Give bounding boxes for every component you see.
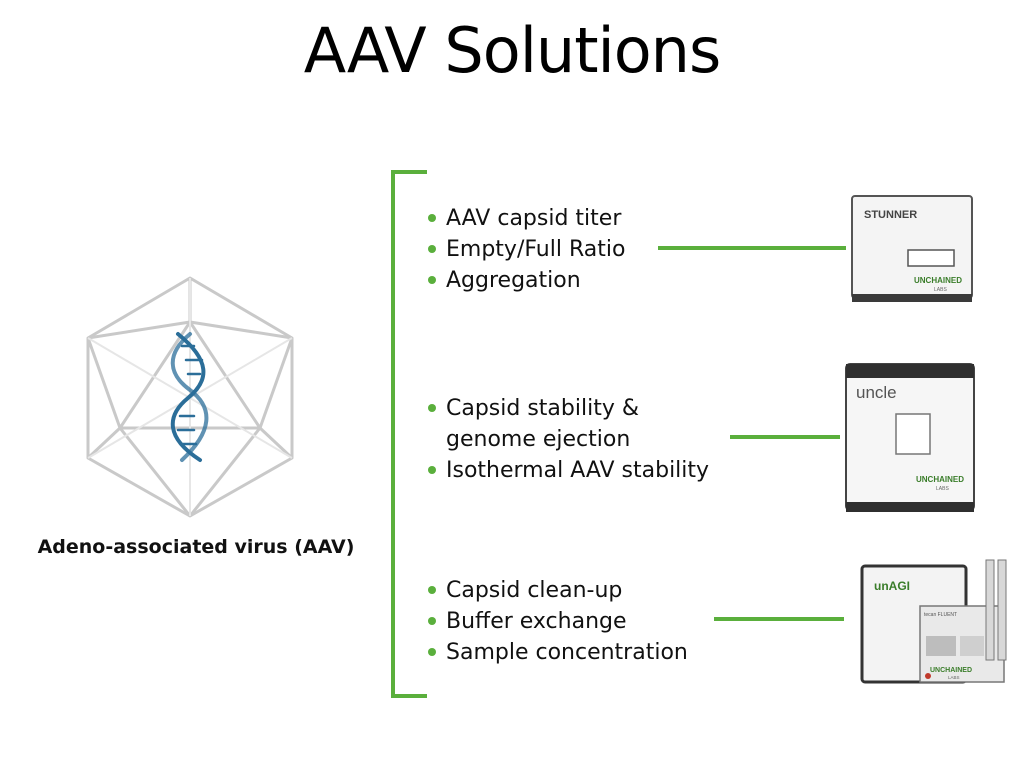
unagi-brand-text: unAGI <box>874 579 910 593</box>
dna-helix-icon <box>170 332 209 462</box>
list-item: Capsid stability & <box>424 393 709 424</box>
robot-label-text: tecan FLUENT <box>924 612 957 618</box>
virus-label: Adeno-associated virus (AAV) <box>37 536 355 558</box>
connector-line-2 <box>730 435 840 439</box>
list-item: AAV capsid titer <box>424 203 625 234</box>
labs-logo-text: LABS <box>934 287 947 293</box>
list-item: Capsid clean-up <box>424 575 688 606</box>
connector-line-1 <box>658 246 846 250</box>
unchained-logo: UNCHAINED <box>916 475 964 484</box>
unchained-logo: UNCHAINED <box>914 276 962 285</box>
bullet-list-group-2: Capsid stability & genome ejection Isoth… <box>424 393 709 486</box>
list-item: genome ejection <box>446 427 631 452</box>
bullet-list-group-1: AAV capsid titer Empty/Full Ratio Aggreg… <box>424 203 625 296</box>
list-item: Buffer exchange <box>424 606 688 637</box>
bracket <box>391 170 427 698</box>
list-item: Aggregation <box>424 265 625 296</box>
labs-logo-text: LABS <box>936 486 949 492</box>
uncle-brand-text: uncle <box>856 383 897 402</box>
bullet-list-group-3: Capsid clean-up Buffer exchange Sample c… <box>424 575 688 668</box>
stunner-brand-text: STUNNER <box>864 209 917 221</box>
list-item: Isothermal AAV stability <box>424 455 709 486</box>
unchained-logo: UNCHAINED <box>930 667 972 674</box>
unagi-instrument-image: unAGI tecan FLUENT UNCHAINED LABS <box>860 559 1007 684</box>
labs-logo-text: LABS <box>948 675 960 680</box>
page-title: AAV Solutions <box>303 14 722 87</box>
list-item: Sample concentration <box>424 637 688 668</box>
aav-capsid-icon <box>86 276 294 518</box>
uncle-instrument-image: uncle UNCHAINED LABS <box>845 363 975 512</box>
power-indicator-icon <box>925 673 931 679</box>
connector-line-3 <box>714 617 844 621</box>
stunner-instrument-image: STUNNER UNCHAINED LABS <box>851 195 973 302</box>
list-item: Empty/Full Ratio <box>424 234 625 265</box>
